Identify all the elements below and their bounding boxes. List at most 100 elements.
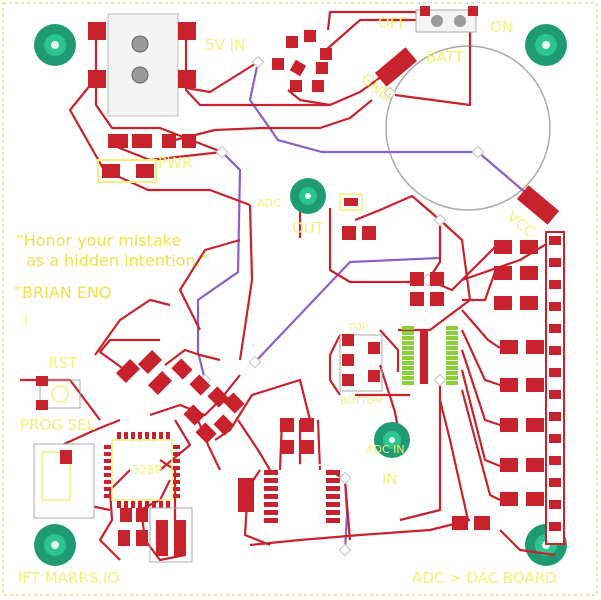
adc-in-small-label: ADC IN — [366, 443, 405, 456]
mounting-hole-icon — [34, 24, 76, 66]
soic-pad — [326, 518, 340, 523]
header-pin — [446, 331, 458, 335]
column-pad — [549, 434, 561, 443]
chip-label: 328P — [132, 463, 162, 477]
header-pin — [446, 376, 458, 380]
header-pin — [446, 326, 458, 330]
soic-pad — [326, 486, 340, 491]
soic-pad — [326, 470, 340, 475]
battery-gnd-pad — [374, 47, 418, 87]
header-pin — [446, 366, 458, 370]
column-pad — [549, 522, 561, 531]
board-title: ADC > DAC BOARD — [412, 569, 557, 587]
mcu-pad — [173, 494, 180, 498]
on-label: ON — [490, 18, 513, 36]
soic-pad — [264, 494, 278, 499]
mcu-pad — [117, 501, 121, 508]
prog-sel-label: PROG SEL — [20, 416, 96, 434]
header-pin — [402, 341, 414, 345]
header-pin — [402, 371, 414, 375]
bottom-label: BOTTOM — [340, 396, 383, 407]
soic-pad — [264, 478, 278, 483]
mounting-hole-icon — [34, 524, 76, 566]
mcu-pad — [131, 432, 135, 439]
mcu-pad — [138, 432, 142, 439]
header-pin — [446, 351, 458, 355]
header-pin — [402, 346, 414, 350]
mcu-pad — [104, 494, 111, 498]
top-label: TOP — [347, 322, 368, 333]
mcu-pad — [124, 432, 128, 439]
out-label: OUT — [292, 219, 325, 237]
upper-mid-resistors — [410, 272, 444, 306]
mcu-pad — [159, 501, 163, 508]
header-trace-pad — [420, 330, 428, 384]
prog-sel-footprint — [33, 443, 95, 519]
header-pin — [446, 361, 458, 365]
mcu-pad — [138, 501, 142, 508]
mounting-hole-icon — [525, 24, 567, 66]
mcu-pad — [173, 445, 180, 449]
soic-pad — [326, 494, 340, 499]
mcu-pad — [104, 487, 111, 491]
power-in-label: 5V IN — [205, 36, 245, 54]
header-pin — [446, 356, 458, 360]
header-pin — [402, 366, 414, 370]
quote-author: BRIAN ENO — [22, 283, 111, 302]
soic-pad — [264, 502, 278, 507]
in-label: IN — [382, 470, 398, 488]
soic-pad — [264, 470, 278, 475]
mcu-pad — [131, 501, 135, 508]
soic-pad — [326, 502, 340, 507]
column-pad — [549, 390, 561, 399]
mcu-pad — [145, 501, 149, 508]
mcu-pad — [152, 501, 156, 508]
batt-label: BATT — [426, 48, 464, 66]
mcu-pad — [124, 501, 128, 508]
dac-resistor-column — [545, 231, 565, 545]
top-bottom-switch — [339, 334, 383, 392]
header-pin — [446, 336, 458, 340]
mcu-footprint — [104, 432, 180, 508]
column-pad — [549, 258, 561, 267]
header-pin — [402, 336, 414, 340]
header-connector — [402, 326, 458, 385]
rst-button-footprint — [36, 376, 81, 410]
battery-vcc-pad — [516, 185, 560, 225]
mcu-pad — [173, 459, 180, 463]
mcu-pad — [173, 487, 180, 491]
column-pad — [549, 324, 561, 333]
mcu-pad — [104, 459, 111, 463]
regulator-footprint — [272, 30, 332, 92]
soic-pad — [264, 486, 278, 491]
column-pad — [549, 302, 561, 311]
column-pad — [549, 368, 561, 377]
off-label: OFF — [378, 14, 407, 32]
header-pin — [402, 356, 414, 360]
author-url: IFT MARRS.IO — [18, 569, 119, 587]
rst-label: RST — [48, 354, 78, 372]
pwr-label: PWR — [158, 154, 192, 172]
soic-pad — [326, 510, 340, 515]
fiducial-markers — [14, 284, 30, 324]
mcu-pad — [166, 432, 170, 439]
header-pin — [402, 326, 414, 330]
header-pin — [402, 361, 414, 365]
column-pad — [549, 412, 561, 421]
dac-ic-footprint — [238, 418, 340, 532]
column-pad — [549, 500, 561, 509]
power-switch-footprint — [415, 6, 478, 33]
header-pin — [402, 376, 414, 380]
battery-circle-icon — [385, 45, 551, 211]
dac-resistor-column-pads — [549, 236, 561, 531]
mcu-pad — [173, 473, 180, 477]
mcu-pad — [173, 480, 180, 484]
mcu-pad — [104, 466, 111, 470]
adc-in-jack — [374, 422, 410, 458]
header-pin — [446, 346, 458, 350]
column-pad — [549, 280, 561, 289]
soic-pad — [264, 510, 278, 515]
soic-pad — [264, 518, 278, 523]
header-pin — [446, 381, 458, 385]
